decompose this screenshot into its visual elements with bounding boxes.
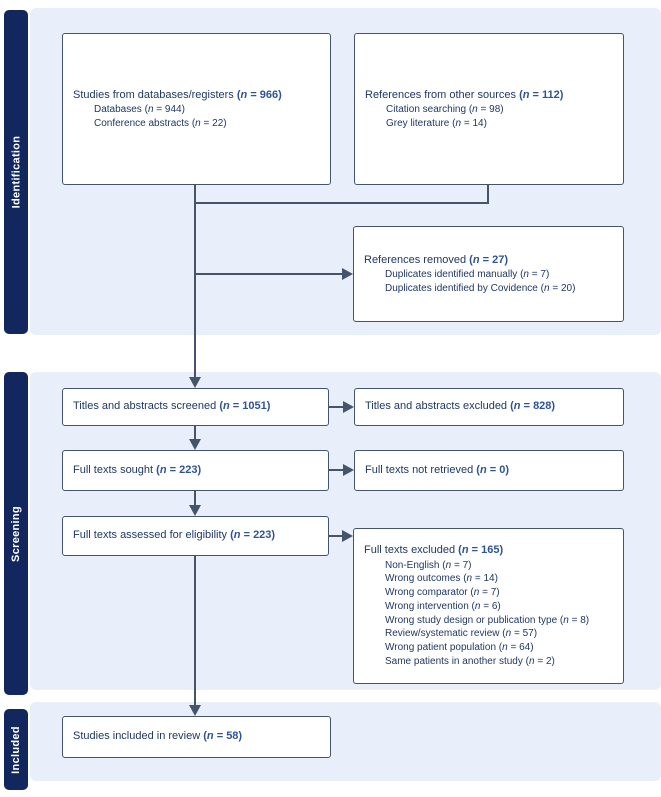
- box-count: (n = 0): [476, 463, 510, 476]
- box-count: (n = 966): [236, 88, 282, 101]
- box-main-label: Titles and abstracts screened (n = 1051): [73, 400, 271, 413]
- box-subitem: Wrong intervention (n = 6): [385, 600, 501, 612]
- identification-stage-label: Identification: [10, 135, 22, 209]
- included-stage-bar: Included: [4, 709, 28, 790]
- box-full-texts-not-retrieved: Full texts not retrieved (n = 0): [354, 450, 624, 491]
- box-main-label: Titles and abstracts excluded (n = 828): [365, 400, 556, 413]
- included-stage-label: Included: [10, 725, 22, 774]
- box-main-label: Studies from databases/registers (n = 96…: [73, 88, 282, 101]
- box-count: (n = 223): [230, 529, 276, 542]
- box-studies-from-databases: Studies from databases/registers (n = 96…: [62, 33, 331, 185]
- box-subitem: Non-English (n = 7): [385, 559, 472, 571]
- box-count: (n = 58): [203, 730, 243, 743]
- box-main-label: References removed (n = 27): [364, 253, 509, 266]
- box-full-texts-sought: Full texts sought (n = 223): [62, 450, 329, 491]
- box-main-label: Full texts sought (n = 223): [73, 463, 202, 476]
- box-count: (n = 27): [469, 253, 509, 266]
- box-subitem: Wrong outcomes (n = 14): [385, 573, 498, 585]
- box-studies-included: Studies included in review (n = 58): [62, 716, 331, 758]
- box-full-texts-assessed: Full texts assessed for eligibility (n =…: [62, 516, 329, 556]
- screening-stage-label: Screening: [10, 505, 23, 562]
- box-subitem: Duplicates identified by Covidence (n = …: [385, 282, 576, 294]
- box-main-label: Full texts assessed for eligibility (n =…: [73, 529, 276, 542]
- box-subitem: Wrong patient population (n = 64): [385, 642, 534, 654]
- box-titles-abstracts-excluded: Titles and abstracts excluded (n = 828): [354, 388, 624, 426]
- identification-stage-bar: Identification: [4, 10, 28, 334]
- box-count: (n = 223): [156, 463, 202, 476]
- box-subitem: Duplicates identified manually (n = 7): [385, 268, 550, 280]
- box-count: (n = 165): [458, 544, 504, 557]
- box-subitem: Grey literature (n = 14): [386, 117, 487, 129]
- box-count: (n = 828): [510, 400, 556, 413]
- box-count: (n = 1051): [219, 400, 271, 413]
- box-count: (n = 112): [519, 88, 564, 101]
- box-subitem: Conference abstracts (n = 22): [94, 117, 227, 129]
- box-subitem: Wrong comparator (n = 7): [385, 587, 500, 599]
- box-main-label: Full texts excluded (n = 165): [364, 544, 504, 557]
- box-subitem: Databases (n = 944): [94, 103, 185, 115]
- box-subitem: Citation searching (n = 98): [386, 103, 504, 115]
- box-references-removed: References removed (n = 27) Duplicates id…: [353, 226, 624, 322]
- box-subitem: Same patients in another study (n = 2): [385, 656, 555, 668]
- screening-stage-bar: Screening: [4, 372, 28, 695]
- box-subitem: Review/systematic review (n = 57): [385, 628, 538, 640]
- box-main-label: References from other sources (n = 112): [365, 88, 564, 101]
- box-references-other-sources: References from other sources (n = 112) C…: [354, 33, 624, 185]
- box-subitem: Wrong study design or publication type (…: [385, 614, 590, 626]
- box-full-texts-excluded: Full texts excluded (n = 165) Non-English…: [353, 528, 624, 684]
- box-main-label: Studies included in review (n = 58): [73, 730, 243, 743]
- box-titles-abstracts-screened: Titles and abstracts screened (n = 1051): [62, 388, 329, 426]
- box-main-label: Full texts not retrieved (n = 0): [365, 463, 510, 476]
